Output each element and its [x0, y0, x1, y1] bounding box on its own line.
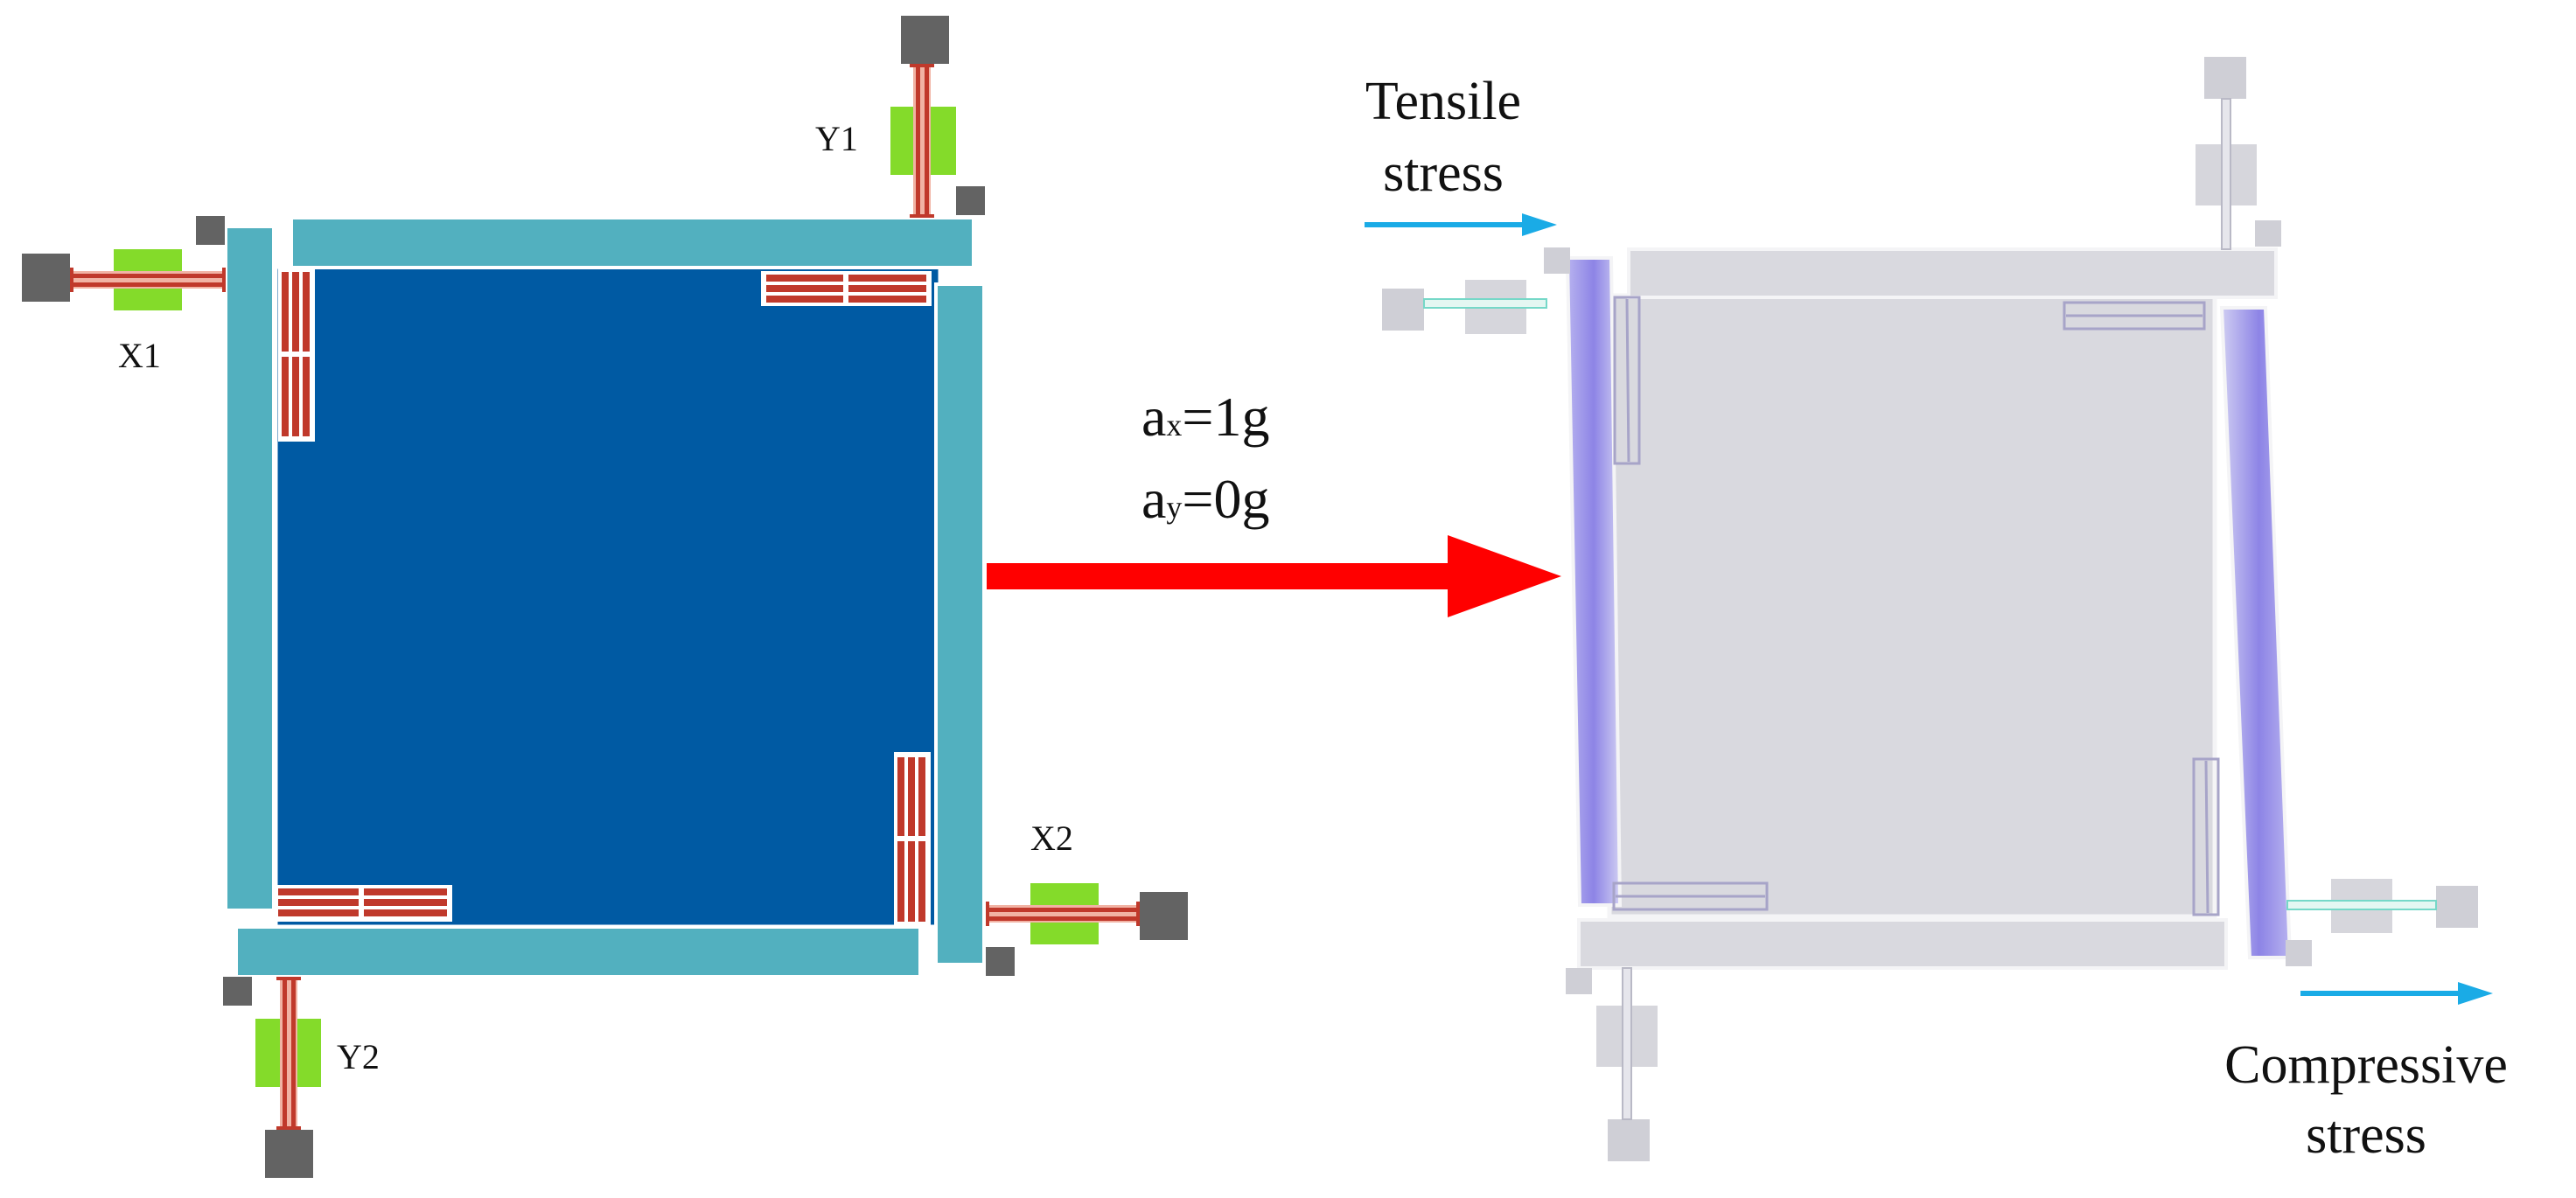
acceleration-arrow	[987, 535, 1561, 617]
sensor-x1-assembly	[22, 216, 226, 310]
label-ax: ax=1g	[1141, 386, 1270, 448]
label-ay: ay=0g	[1141, 468, 1270, 530]
inner-spring-bottom-right	[894, 752, 931, 927]
label-x1: X1	[118, 336, 161, 375]
sensor-y1-assembly	[890, 16, 985, 218]
deformed-frame-bottom	[1577, 918, 2228, 970]
anchor-x2-small	[986, 947, 1015, 976]
label-x2: X2	[1030, 818, 1073, 858]
proof-mass	[273, 264, 943, 930]
deformed-inner-springs	[1612, 296, 2220, 916]
tensile-stress-arrow	[1365, 213, 1557, 236]
anchor-y2-outer	[265, 1130, 313, 1178]
compressive-stress-arrow	[2300, 982, 2493, 1005]
label-compressive-line1: Compressive	[2224, 1035, 2508, 1095]
frame-right	[934, 282, 986, 966]
deformed-structure: Tensile stress Compressive stress	[1365, 57, 2508, 1165]
undeformed-structure: X1 Y1 X2 Y2	[22, 16, 1188, 1178]
deformed-frame-right	[2219, 306, 2293, 959]
frame-left	[224, 225, 276, 912]
deformed-frame-top	[1627, 247, 2278, 299]
deformed-sensor-y2	[1566, 967, 1658, 1161]
frame-bottom	[234, 925, 922, 979]
label-compressive-line2: stress	[2306, 1105, 2426, 1165]
deformed-sensor-x1	[1382, 247, 1570, 334]
deformed-frame-left	[1565, 256, 1623, 907]
anchor-x1-outer	[22, 254, 70, 302]
sensor-y2-assembly	[223, 977, 321, 1178]
inner-spring-bottom-left	[273, 885, 452, 922]
anchor-y1-outer	[901, 16, 949, 64]
label-tensile-line1: Tensile	[1365, 72, 1521, 131]
anchor-x1-small	[196, 216, 225, 245]
anchor-y2-small	[223, 977, 252, 1006]
anchor-x2-outer	[1140, 892, 1188, 940]
anchor-y1-small	[956, 186, 985, 215]
sensor-x2-assembly	[986, 883, 1188, 976]
label-y2: Y2	[337, 1037, 380, 1076]
inner-spring-top-right	[761, 271, 932, 306]
frame-top	[290, 216, 975, 269]
deformed-sensor-x2	[2286, 879, 2478, 966]
deformed-sensor-y1	[2196, 57, 2281, 250]
deformed-proof-mass	[1607, 293, 2217, 919]
inner-spring-top-left	[278, 267, 315, 442]
label-tensile-line2: stress	[1383, 143, 1504, 203]
label-y1: Y1	[815, 119, 858, 158]
